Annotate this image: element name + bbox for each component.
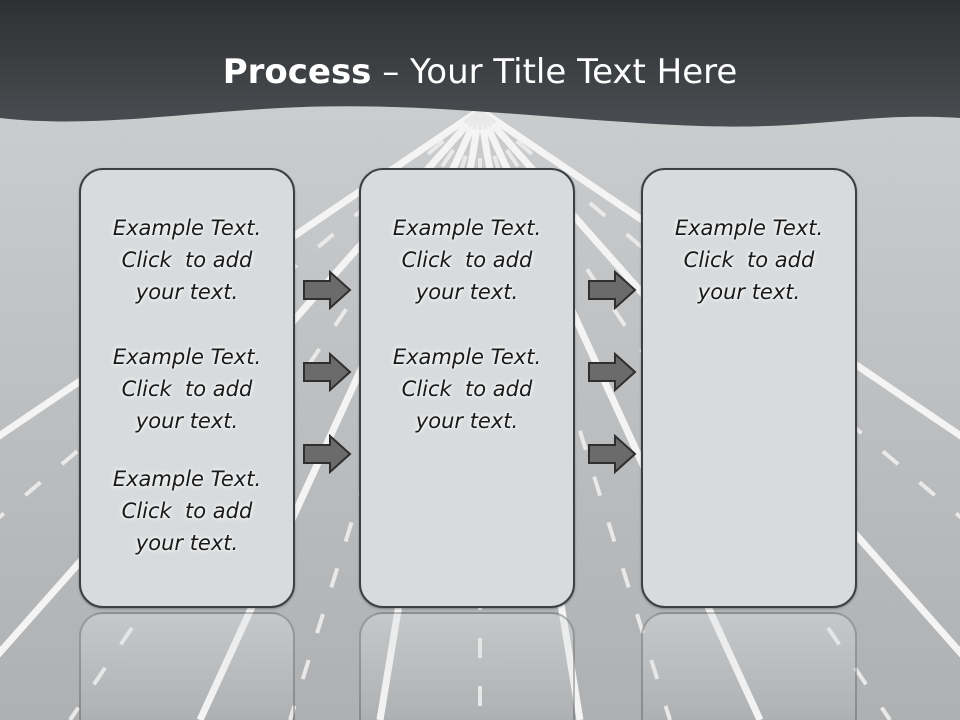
- title-rest: – Your Title Text Here: [371, 52, 738, 92]
- item-line: Example Text.: [112, 345, 262, 369]
- process-box-3[interactable]: Example Text. Click to add your text.: [641, 168, 857, 608]
- text-placeholder[interactable]: Example Text. Click to add your text.: [361, 212, 573, 308]
- box-reflection: [641, 612, 857, 720]
- item-line: your text.: [415, 409, 519, 433]
- header-band: [0, 0, 960, 127]
- arrow-right-icon: [303, 270, 352, 310]
- text-placeholder[interactable]: Example Text. Click to add your text.: [81, 341, 293, 437]
- item-line: Click to add: [121, 377, 253, 401]
- process-box-2[interactable]: Example Text. Click to add your text. Ex…: [359, 168, 575, 608]
- item-line: Click to add: [683, 248, 815, 272]
- text-placeholder[interactable]: Example Text. Click to add your text.: [81, 463, 293, 559]
- text-placeholder[interactable]: Example Text. Click to add your text.: [81, 212, 293, 308]
- box-reflection: [359, 612, 575, 720]
- item-line: your text.: [135, 531, 239, 555]
- slide-title[interactable]: Process – Your Title Text Here: [0, 52, 960, 92]
- box-reflection: [79, 612, 295, 720]
- item-line: your text.: [135, 280, 239, 304]
- item-line: Example Text.: [112, 467, 262, 491]
- arrow-right-icon: [588, 434, 637, 474]
- item-line: Click to add: [401, 377, 533, 401]
- text-placeholder[interactable]: Example Text. Click to add your text.: [643, 212, 855, 308]
- item-line: Example Text.: [674, 216, 824, 240]
- text-placeholder[interactable]: Example Text. Click to add your text.: [361, 341, 573, 437]
- item-line: your text.: [697, 280, 801, 304]
- item-line: Example Text.: [392, 345, 542, 369]
- title-bold: Process: [222, 52, 372, 92]
- arrow-right-icon: [588, 270, 637, 310]
- item-line: your text.: [135, 409, 239, 433]
- item-line: Example Text.: [112, 216, 262, 240]
- item-line: Example Text.: [392, 216, 542, 240]
- item-line: Click to add: [121, 248, 253, 272]
- arrow-right-icon: [303, 352, 352, 392]
- item-line: your text.: [415, 280, 519, 304]
- arrow-right-icon: [588, 352, 637, 392]
- item-line: Click to add: [401, 248, 533, 272]
- process-box-1[interactable]: Example Text. Click to add your text. Ex…: [79, 168, 295, 608]
- item-line: Click to add: [121, 499, 253, 523]
- arrow-right-icon: [303, 434, 352, 474]
